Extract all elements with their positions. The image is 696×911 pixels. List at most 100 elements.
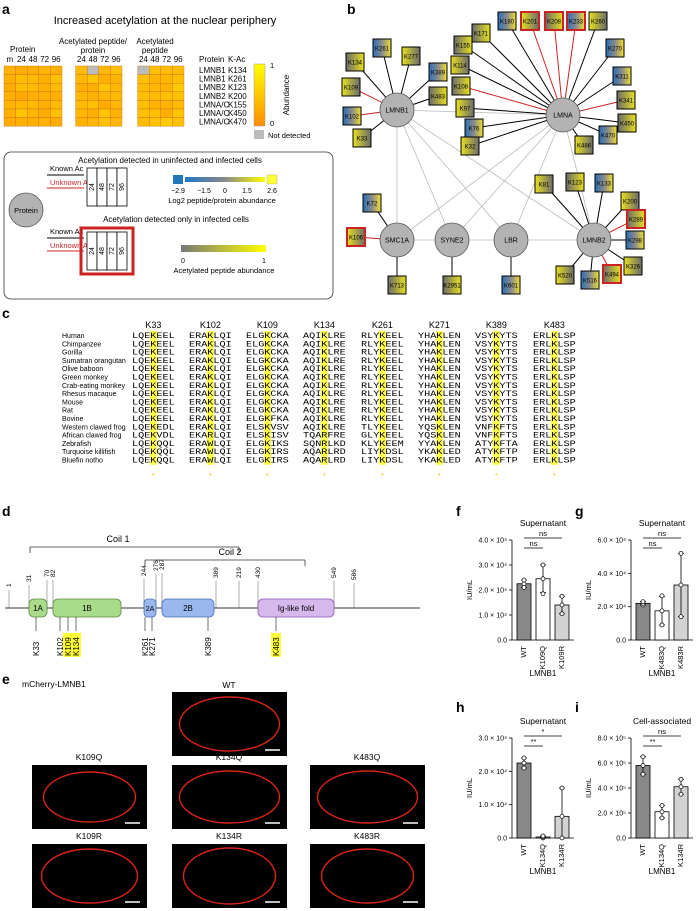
micrograph-label: K483Q: [354, 752, 381, 762]
nuclear-rim: [40, 848, 139, 904]
sequence-cell: LQEKEEL: [132, 349, 175, 358]
sequence-cell: ERAKLQI: [189, 423, 232, 432]
panel-label-d: d: [2, 503, 11, 519]
data-point: [659, 622, 665, 628]
panel-label-c: c: [2, 305, 10, 321]
timepoint-label: 24: [89, 247, 96, 255]
site-header: K109: [257, 320, 278, 330]
legend-red-frame: [79, 226, 135, 276]
data-point: [559, 785, 565, 791]
nuclear-rim: [42, 771, 137, 823]
residue-number: 70: [44, 569, 51, 577]
heatmap-cell: [160, 108, 173, 118]
micrograph-label: K109Q: [76, 752, 103, 762]
asterisk-marker: *: [152, 473, 155, 480]
heatmap-cell: [172, 82, 185, 92]
y-axis-label: IU/mL: [584, 778, 593, 798]
sequence-cell: RLYKEEL: [361, 390, 404, 399]
row-protein-label: LMNB2: [199, 92, 226, 101]
site-node: [617, 113, 637, 133]
site-header: K33: [145, 320, 161, 330]
sequence-cell: LQEKQQL: [132, 440, 175, 449]
panel-label-b: b: [347, 1, 356, 17]
data-point: [559, 602, 565, 608]
sequence-cell: ELGKCKA: [246, 357, 289, 366]
site-node: [471, 23, 491, 43]
colorbar-tick-high: 1: [270, 61, 274, 70]
panel-label-g: g: [575, 503, 584, 519]
heatmap-cell: [15, 117, 28, 127]
data-point: [521, 765, 527, 771]
site-label: K494: [605, 273, 620, 279]
species-label: Bluefin notho: [62, 458, 103, 465]
sequence-cell: YHAKLEN: [418, 407, 461, 416]
site-node: [555, 265, 575, 285]
conserved-k-highlight: [378, 331, 386, 465]
x-tick-label: WT: [519, 646, 528, 658]
site-label: K33: [32, 641, 41, 656]
micrograph: [310, 765, 425, 829]
row-header-kac: K-Ac: [228, 55, 245, 64]
sequence-cell: AQIKLRE: [303, 365, 346, 374]
sequence-cell: YKAKLED: [418, 448, 461, 457]
sequence-cell: EKARLQI: [189, 432, 232, 441]
site-node: [345, 52, 365, 72]
heatmap-cell: [3, 100, 16, 110]
significance-label: **: [650, 737, 656, 746]
legend-pep-tick-1: 1: [262, 258, 266, 265]
sequence-cell: LQEKEEL: [132, 340, 175, 349]
network-edge-gray: [396, 109, 564, 116]
y-tick-label: 4.0 × 10⁵: [598, 786, 626, 793]
sequence-cell: RLYKEEL: [361, 332, 404, 341]
residue-number: 219: [236, 567, 243, 578]
heatmap-cell: [137, 91, 150, 101]
row-protein-label: LMNB1: [199, 66, 226, 75]
sequence-cell: ATYKFTP: [475, 457, 518, 466]
heatmap-cell: [50, 117, 63, 127]
site-node: [605, 38, 625, 58]
log2-tick: 1.5: [242, 188, 252, 195]
y-tick-label: 2.0 × 10⁴: [478, 588, 507, 595]
species-label: Olive baboon: [62, 366, 103, 373]
asterisk-marker: *: [266, 473, 269, 480]
data-point: [640, 771, 646, 777]
heatmap-cell: [98, 117, 111, 127]
site-label: K271: [148, 637, 157, 656]
x-tick-label: K109Q: [538, 646, 547, 670]
sequence-cell: AQIKLRE: [303, 357, 346, 366]
sequence-cell: ELGKCKA: [246, 407, 289, 416]
panel-a-title: Increased acetylation at the nuclear per…: [54, 15, 277, 27]
sequence-cell: ERLKLSP: [533, 432, 576, 441]
row-kac-label: K123: [228, 83, 247, 92]
data-point: [678, 550, 684, 556]
nuclear-rim: [316, 770, 419, 824]
heatmap-cell: [38, 65, 51, 75]
sequence-cell: GLYKEEL: [361, 432, 404, 441]
site-node: [565, 172, 585, 192]
sequence-cell: ELGKCKA: [246, 349, 289, 358]
site-label: K134: [348, 61, 363, 67]
sequence-cell: YQSKLEN: [418, 423, 461, 432]
heatmap-col-label: 48: [89, 55, 98, 64]
hub-label: SMC1A: [385, 238, 409, 245]
species-label: Mouse: [62, 399, 83, 406]
species-label: Bovine: [62, 416, 84, 423]
row-protein-label: LMNA/C: [199, 109, 229, 118]
species-label: Crab-eating monkey: [62, 383, 126, 390]
site-label: K298: [628, 239, 643, 245]
heatmap-cell: [110, 108, 123, 118]
sequence-cell: ERAKLQI: [189, 357, 232, 366]
y-tick-label: 2.0 × 10⁵: [598, 811, 626, 818]
coil2-label: Coil 2: [218, 547, 241, 557]
site-node: [352, 128, 372, 148]
micrograph: [32, 765, 147, 829]
site-node: [625, 230, 645, 250]
sequence-cell: ERLKLSP: [533, 407, 576, 416]
row-protein-label: LMNB2: [199, 83, 226, 92]
log2-tick: 2.6: [267, 188, 277, 195]
row-protein-label: LMNA/C: [199, 100, 229, 109]
sequence-cell: ERLKLSP: [533, 332, 576, 341]
domain-1a: [28, 598, 48, 618]
heatmap-cell: [98, 74, 111, 84]
sequence-cell: LQEKEEL: [132, 357, 175, 366]
